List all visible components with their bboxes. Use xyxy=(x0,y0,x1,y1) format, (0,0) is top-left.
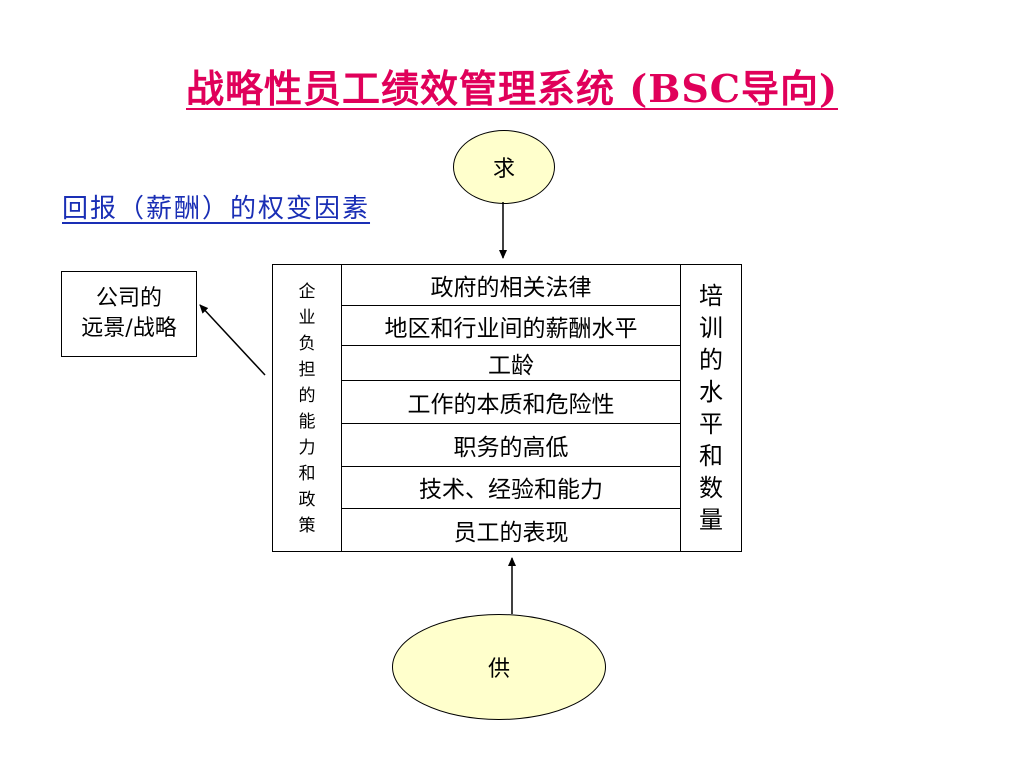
strategy-arrow xyxy=(199,304,266,376)
right-col-char: 和 xyxy=(699,442,723,470)
left-col-char: 的 xyxy=(298,386,316,406)
left-col-char: 和 xyxy=(298,464,316,484)
factor-row: 工作的本质和危险性 xyxy=(342,381,680,424)
right-col-char: 水 xyxy=(699,378,723,406)
left-col-char: 担 xyxy=(298,360,316,380)
supply-label: 供 xyxy=(487,657,510,682)
right-col-char: 训 xyxy=(699,314,723,342)
right-col-char: 的 xyxy=(699,346,723,374)
right-col-char: 平 xyxy=(699,410,723,438)
left-col-char: 策 xyxy=(298,516,316,536)
left-col-char: 负 xyxy=(298,334,316,354)
company-capacity-column: 企 业 负 担 的 能 力 和 政 策 xyxy=(273,265,342,551)
factor-row: 职务的高低 xyxy=(342,424,680,467)
vision-line-1: 公司的 xyxy=(95,286,162,312)
factor-row: 技术、经验和能力 xyxy=(342,467,680,510)
left-col-char: 企 xyxy=(298,282,316,302)
subtitle: 回报（薪酬）的权变因素 xyxy=(62,194,371,224)
factor-row: 员工的表现 xyxy=(453,520,569,547)
vision-line-2: 远景/战略 xyxy=(81,316,177,341)
page-title: 战略性员工绩效管理系统 (BSC导向) xyxy=(0,58,1024,113)
left-col-char: 政 xyxy=(298,490,316,510)
factor-row: 工龄 xyxy=(342,346,680,382)
right-col-char: 数 xyxy=(699,474,723,502)
right-col-char: 培 xyxy=(699,282,723,310)
right-col-char: 量 xyxy=(699,506,723,534)
factor-row: 地区和行业间的薪酬水平 xyxy=(342,306,680,347)
vision-strategy-box: 公司的 远景/战略 xyxy=(61,271,197,357)
supply-oval: 供 xyxy=(392,614,606,720)
factors-table: 企 业 负 担 的 能 力 和 政 策 政府的相关法律 地区和行业间的薪酬水平 … xyxy=(272,264,742,552)
left-col-char: 业 xyxy=(298,308,316,328)
demand-oval: 求 xyxy=(453,130,555,204)
factor-row: 政府的相关法律 xyxy=(342,265,680,306)
factors-list: 政府的相关法律 地区和行业间的薪酬水平 工龄 工作的本质和危险性 职务的高低 技… xyxy=(342,265,680,551)
page-title-text: 战略性员工绩效管理系统 (BSC导向) xyxy=(186,66,838,111)
left-col-char: 能 xyxy=(298,412,316,432)
left-col-char: 力 xyxy=(298,438,316,458)
demand-label: 求 xyxy=(492,157,515,182)
training-level-column: 培 训 的 水 平 和 数 量 xyxy=(680,265,741,551)
